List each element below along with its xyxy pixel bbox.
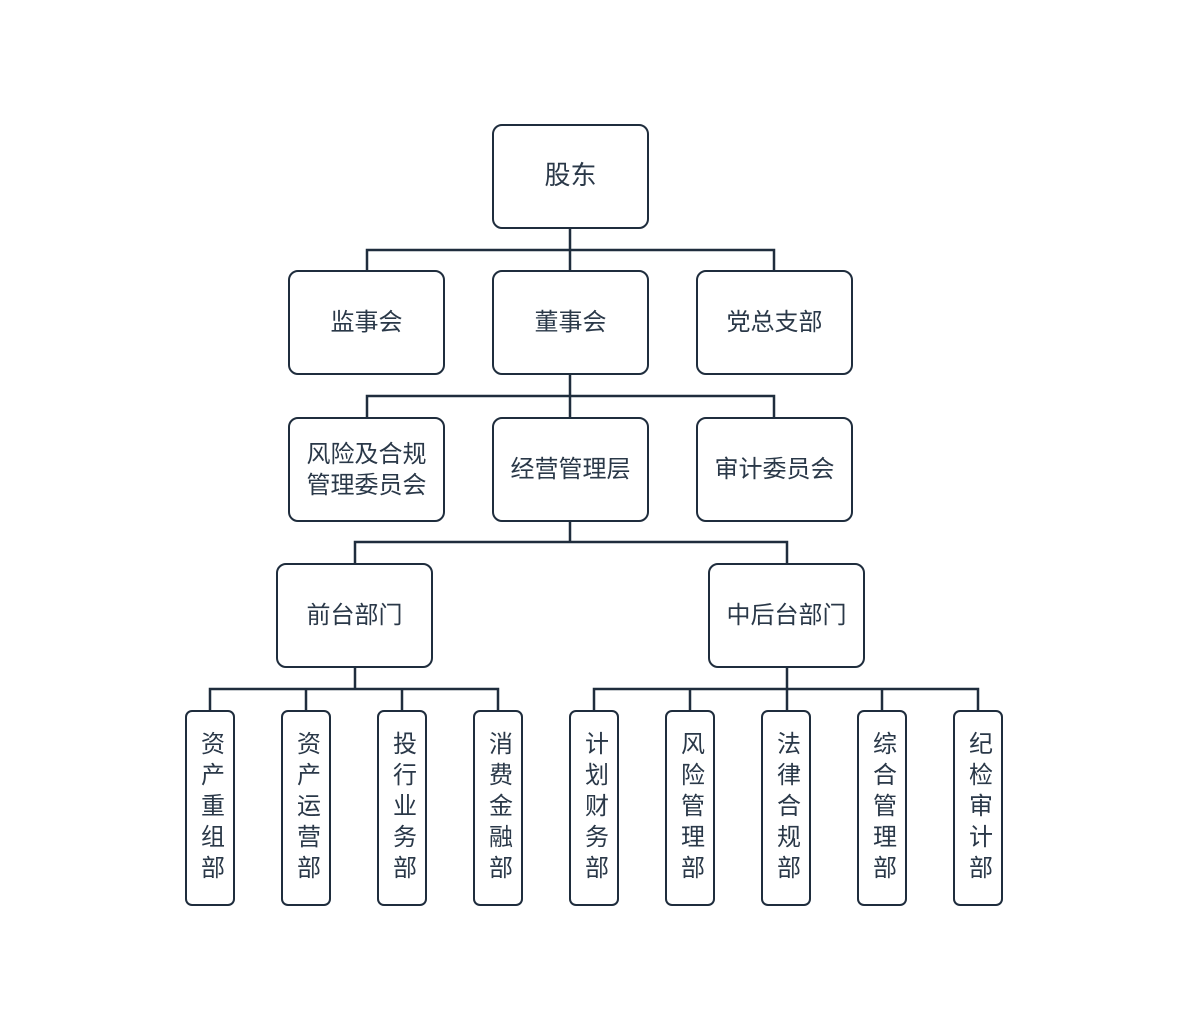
node-label: 党总支部	[726, 308, 823, 336]
node-label: 风险及合规管理委员会	[307, 439, 427, 501]
node-risk-compliance-committee: 风险及合规管理委员会	[288, 417, 445, 522]
node-label: 法律合规部	[772, 730, 801, 886]
node-label: 前台部门	[306, 601, 403, 629]
node-party-branch: 党总支部	[696, 270, 853, 375]
node-label: 计划财务部	[580, 730, 609, 886]
node-label: 中后台部门	[726, 601, 847, 629]
node-label: 董事会	[534, 308, 607, 336]
node-label: 消费金融部	[484, 730, 513, 886]
node-department: 资产运营部	[281, 710, 331, 906]
node-department: 计划财务部	[569, 710, 619, 906]
node-label: 经营管理层	[510, 455, 631, 483]
node-audit-committee: 审计委员会	[696, 417, 853, 522]
node-management: 经营管理层	[492, 417, 649, 522]
node-label: 监事会	[330, 308, 403, 336]
node-department: 投行业务部	[377, 710, 427, 906]
node-label-line: 风险及合规	[306, 439, 427, 468]
node-board-of-directors: 董事会	[492, 270, 649, 375]
node-label: 审计委员会	[714, 455, 835, 483]
node-shareholders: 股东	[492, 124, 649, 229]
node-label: 投行业务部	[388, 730, 417, 886]
node-label: 风险管理部	[676, 730, 705, 886]
node-label: 资产运营部	[292, 730, 321, 886]
node-front-office: 前台部门	[276, 563, 433, 668]
node-label: 股东	[544, 161, 597, 191]
node-label: 纪检审计部	[964, 730, 993, 886]
node-department: 纪检审计部	[953, 710, 1003, 906]
node-label: 资产重组部	[196, 730, 225, 886]
node-middle-back-office: 中后台部门	[708, 563, 865, 668]
node-label-line: 管理委员会	[306, 470, 427, 499]
node-label: 综合管理部	[868, 730, 897, 886]
node-supervisory-board: 监事会	[288, 270, 445, 375]
node-department: 资产重组部	[185, 710, 235, 906]
node-department: 消费金融部	[473, 710, 523, 906]
node-department: 风险管理部	[665, 710, 715, 906]
node-department: 法律合规部	[761, 710, 811, 906]
node-department: 综合管理部	[857, 710, 907, 906]
